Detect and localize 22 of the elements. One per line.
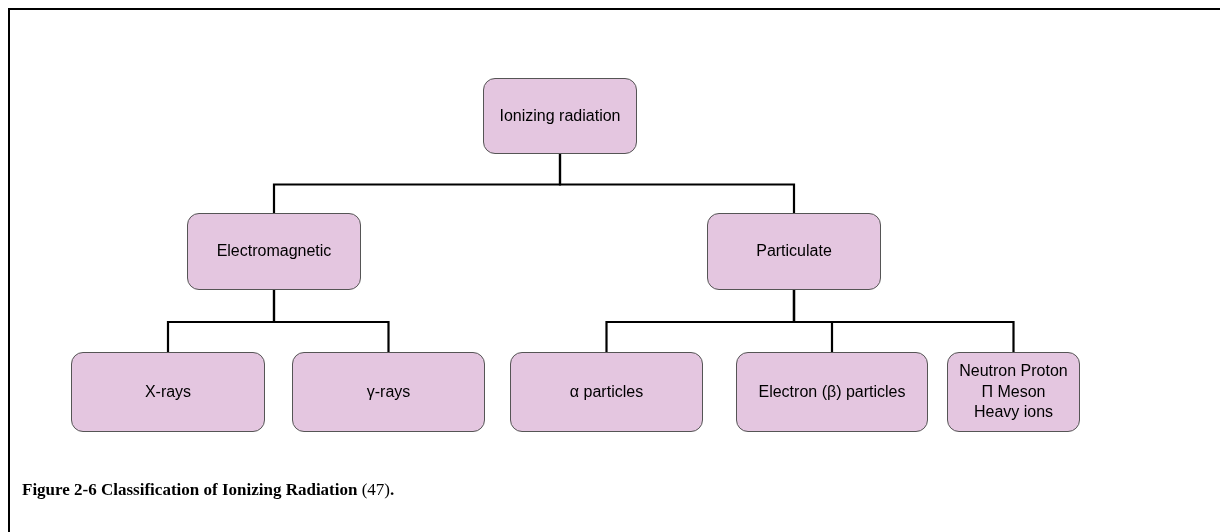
box-label: Ionizing radiation [499, 105, 621, 126]
box-label: X-rays [144, 381, 192, 402]
category-box [707, 213, 881, 290]
connector-line [558, 154, 796, 213]
category-box [71, 352, 265, 432]
box-label: α particles [569, 381, 644, 402]
box-label: Particulate [756, 241, 832, 262]
connector-line [272, 290, 390, 352]
box-label: Neutron Proton [959, 360, 1068, 381]
category-box [292, 352, 485, 432]
category-box [947, 352, 1080, 432]
box-label: Π Meson [981, 381, 1046, 402]
category-box [187, 213, 361, 290]
box-label: Electromagnetic [216, 241, 332, 262]
box-label: γ-rays [366, 381, 411, 402]
category-box [736, 352, 928, 432]
connector-line [792, 290, 1015, 352]
figure-caption: Figure 2-6 Classification of Ionizing Radiation (47). [22, 479, 395, 501]
category-box [483, 78, 637, 154]
box-label: Electron (β) particles [758, 381, 906, 402]
category-box [510, 352, 703, 432]
box-label: Heavy ions [973, 402, 1054, 423]
